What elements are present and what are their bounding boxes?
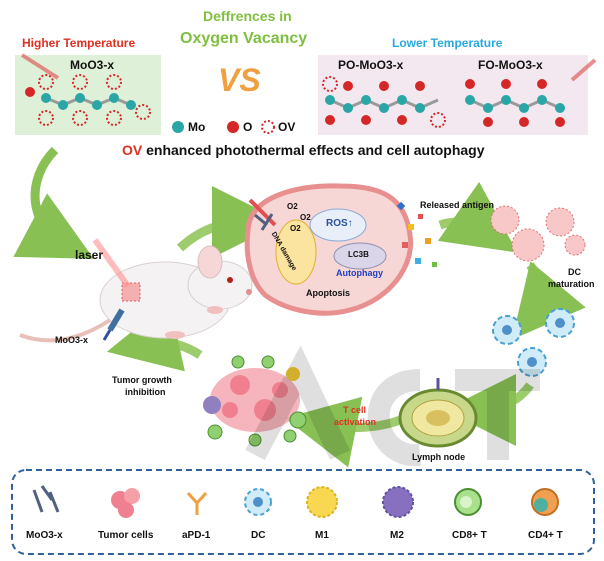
legend-icon-tumor (111, 488, 140, 518)
legend-label-tumor: Tumor cells (98, 530, 154, 541)
moo3-injection-label: MoO3-x (55, 335, 89, 345)
released-antigen-label: Released antigen (420, 200, 495, 210)
left-material-label: MoO3-x (70, 58, 115, 72)
arrow-to-antigen (437, 181, 518, 253)
headline-text: enhanced photothermal effects and cell a… (142, 142, 485, 158)
ov-vacancy-icon (261, 120, 275, 134)
left-lattice (25, 74, 151, 126)
tumor-cell-diagram (244, 183, 414, 316)
laser-beam-left (20, 53, 60, 80)
syringe-icon (102, 308, 125, 341)
title-line1: Deffrences in (203, 8, 292, 24)
legend-label-cd8: CD8+ T (452, 530, 487, 541)
headline: OV enhanced photothermal effects and cel… (122, 142, 485, 158)
right-material-label: FO-MoO3-x (478, 58, 543, 72)
dendritic-cells (492, 308, 575, 377)
legend-icon-cd8 (454, 488, 482, 516)
legend-ov-label: OV (278, 120, 296, 134)
legend-label-cd4: CD4+ T (528, 530, 563, 541)
legend-label-dc: DC (251, 530, 266, 541)
tumor-microenvironment (203, 355, 307, 447)
arrow-to-lymph (444, 373, 534, 446)
ros-label: ROS↑ (326, 218, 353, 229)
tcell-activation-label-2: activation (334, 417, 377, 427)
arrow-down-left (13, 146, 94, 259)
arrow-to-cell (176, 186, 284, 259)
lymph-node (398, 378, 478, 448)
lymph-node-label: Lymph node (412, 452, 466, 462)
o-atom-icon (227, 121, 239, 133)
legend-icon-m2 (382, 486, 414, 518)
legend-label-apd1: aPD-1 (182, 530, 211, 541)
legend-icon-dc (244, 488, 272, 516)
title-line2: Oxygen Vacancy (180, 30, 308, 47)
watermark (245, 345, 540, 467)
o2-label-3: O2 (290, 224, 301, 233)
o2-label-1: O2 (287, 202, 298, 211)
apoptosis-label: Apoptosis (306, 288, 350, 298)
o2-label-2: O2 (300, 213, 311, 222)
legend-label-moo3: MoO3-x (26, 530, 63, 541)
higher-temp-label: Higher Temperature (22, 36, 136, 50)
mid-material-label: PO-MoO3-x (338, 58, 404, 72)
legend-label-m2: M2 (390, 530, 404, 541)
dc-maturation-label-1: DC (568, 267, 581, 277)
legend-box (11, 469, 595, 555)
antigen-particles (396, 201, 437, 267)
lower-temp-label: Lower Temperature (392, 36, 503, 50)
mid-lattice (322, 76, 446, 128)
arrow-to-mouse (106, 301, 203, 372)
lc3b-label: LC3B (348, 250, 369, 259)
legend-mo-label: Mo (188, 120, 206, 134)
autophagy-label: Autophagy (336, 268, 383, 278)
legend-icon-cd4 (531, 488, 559, 516)
vs-label: VS (218, 62, 261, 98)
right-lattice (465, 79, 565, 127)
tumor-growth-label-2: inhibition (125, 387, 166, 397)
laser-beam-right (570, 58, 597, 82)
legend-o-label: O (243, 120, 253, 134)
legend-icon-m1 (306, 486, 338, 518)
mo-atom-icon (172, 121, 184, 133)
arrow-to-tcell (284, 396, 402, 468)
legend-icon-moo3 (32, 485, 60, 513)
tumor-growth-label-1: Tumor growth (112, 375, 172, 385)
headline-ov: OV (122, 142, 143, 158)
legend-icon-apd1 (186, 491, 208, 515)
dc-maturation-label-2: maturation (548, 279, 595, 289)
laser-label: laser (75, 248, 104, 262)
mouse-illustration (19, 238, 253, 343)
antigen-clusters (490, 205, 586, 262)
arrow-to-dc (511, 261, 586, 340)
legend-label-m1: M1 (315, 530, 329, 541)
tcell-activation-label-1: T cell (343, 405, 367, 415)
